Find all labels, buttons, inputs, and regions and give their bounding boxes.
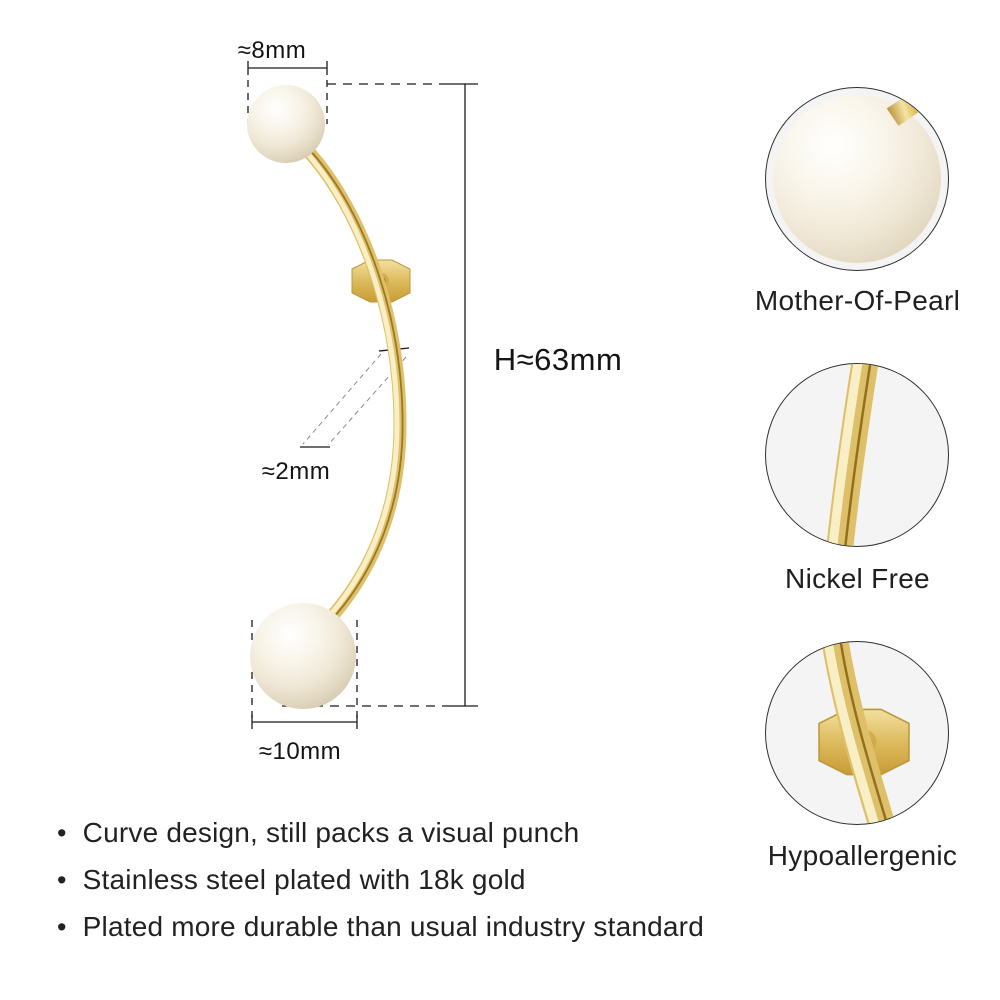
earring-back-closeup bbox=[818, 642, 910, 824]
feature-item-2: • Stainless steel plated with 18k gold bbox=[57, 864, 704, 896]
dim-bottom-pearl-label: ≈10mm bbox=[259, 738, 341, 765]
pearl-closeup bbox=[773, 95, 941, 263]
feature-text: Plated more durable than usual industry … bbox=[82, 911, 704, 942]
bottom-pearl bbox=[250, 603, 356, 709]
feature-text: Curve design, still packs a visual punch bbox=[82, 817, 580, 848]
bullet-dot: • bbox=[57, 818, 67, 848]
earring-wire bbox=[302, 145, 407, 621]
feature-item-3: • Plated more durable than usual industr… bbox=[57, 911, 704, 943]
callout-pearl-label: Mother-Of-Pearl bbox=[754, 285, 961, 316]
callout-back-circle bbox=[765, 641, 949, 825]
feature-list: • Curve design, still packs a visual pun… bbox=[57, 817, 704, 958]
top-pearl bbox=[247, 85, 325, 163]
feature-item-1: • Curve design, still packs a visual pun… bbox=[57, 817, 704, 849]
dim-height-label: H≈63mm bbox=[494, 342, 623, 377]
bullet-dot: • bbox=[57, 912, 67, 942]
callout-bar-circle bbox=[765, 363, 949, 547]
callout-pearl-circle bbox=[765, 87, 949, 271]
dim-bar-label: ≈2mm bbox=[262, 458, 331, 485]
earring-illustration bbox=[247, 85, 411, 709]
callout-bar-label: Nickel Free bbox=[785, 563, 930, 594]
feature-text: Stainless steel plated with 18k gold bbox=[82, 864, 526, 895]
dim-top-pearl-label: ≈8mm bbox=[238, 37, 307, 64]
dimension-lines bbox=[247, 61, 478, 729]
earring-measurement-diagram: ≈8mm ≈2mm ≈10mm H≈63mm bbox=[238, 37, 623, 765]
bullet-dot: • bbox=[57, 865, 67, 895]
callout-back-label: Hypoallergenic bbox=[767, 840, 958, 871]
gold-bar-closeup bbox=[826, 364, 879, 546]
